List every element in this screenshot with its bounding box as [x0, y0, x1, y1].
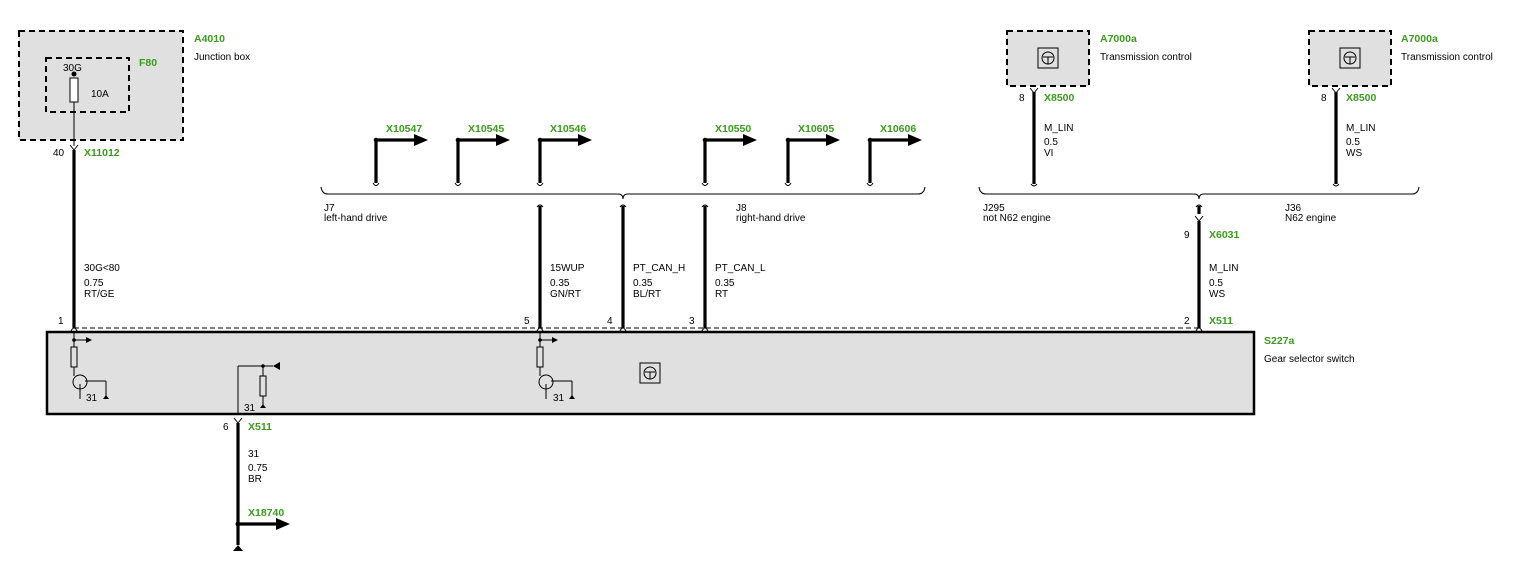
wire-gauge: 0.75: [248, 463, 268, 474]
pin-label: 6: [223, 422, 229, 433]
wire-signal: PT_CAN_L: [715, 263, 766, 274]
variant-code: J8: [736, 203, 747, 214]
component-name: Gear selector switch: [1264, 354, 1355, 365]
pin-label: 8: [1321, 93, 1327, 104]
arrow-icon: [908, 134, 922, 146]
arrow-icon: [496, 134, 510, 146]
connector-id: X511: [248, 421, 272, 433]
connector-id: X11012: [84, 147, 120, 159]
pin-label: 40: [53, 148, 65, 159]
connector-id: X18740: [248, 507, 284, 519]
wire-color: WS: [1346, 148, 1362, 159]
component-id: A7000a: [1100, 33, 1137, 45]
wire-color: VI: [1044, 148, 1053, 159]
wire-gauge: 0.35: [550, 278, 570, 289]
connector-arrow[interactable]: X10547: [372, 123, 428, 186]
connector-id: X8500: [1044, 92, 1075, 104]
variant-brace: [320, 186, 926, 200]
connector-id: X10550: [715, 123, 751, 135]
wire-color: BR: [248, 474, 262, 485]
connector-id: X511: [1209, 315, 1233, 327]
pin-label: 2: [1184, 316, 1190, 327]
pin-label: 4: [607, 316, 613, 327]
connector-id: X8500: [1346, 92, 1377, 104]
arrow-icon: [826, 134, 840, 146]
wire-gauge: 0.5: [1044, 137, 1058, 148]
wire-signal: PT_CAN_H: [633, 263, 685, 274]
pin-label: 1: [58, 316, 64, 327]
connector-id: X10547: [386, 123, 422, 135]
wire-gauge: 0.75: [84, 278, 104, 289]
connector-arrow[interactable]: X10545: [454, 123, 510, 186]
wire-color: RT/GE: [84, 289, 115, 300]
connector-arrow[interactable]: X10605: [784, 123, 840, 186]
variant-code: J36: [1285, 203, 1302, 214]
pin-label: 5: [524, 316, 530, 327]
pin-label: 9: [1184, 230, 1190, 241]
wire-signal: 30G<80: [84, 263, 120, 274]
arrow-icon: [578, 134, 592, 146]
pin-label: 8: [1019, 93, 1025, 104]
control-unit-icon: [639, 362, 661, 384]
ground-label: 31: [86, 393, 98, 404]
transmission-control-2[interactable]: [1308, 30, 1392, 87]
variant-text: N62 engine: [1285, 213, 1337, 224]
connector-arrow[interactable]: X10550: [701, 123, 757, 186]
component-id: A7000a: [1401, 33, 1438, 45]
connector-id: X6031: [1209, 229, 1240, 241]
junction-box-name: Junction box: [194, 52, 250, 63]
fuse-icon: [69, 77, 79, 103]
wire-signal: 15WUP: [550, 263, 585, 274]
connector-id: X10545: [468, 123, 504, 135]
variant-text: left-hand drive: [324, 213, 388, 224]
connector-arrow[interactable]: X10546: [536, 123, 592, 186]
fuse-id: F80: [139, 57, 157, 69]
connector-id: X10606: [880, 123, 916, 135]
wire-gauge: 0.5: [1346, 137, 1360, 148]
pin-label: 3: [689, 316, 695, 327]
ground-label: 31: [244, 403, 256, 414]
wire-color: BL/RT: [633, 289, 661, 300]
connector-id: X10605: [798, 123, 834, 135]
wire-signal: M_LIN: [1346, 123, 1375, 134]
ground-label: 31: [553, 393, 565, 404]
variant-code: J295: [983, 203, 1005, 214]
connector-id: X10546: [550, 123, 586, 135]
arrow-icon: [276, 518, 290, 530]
component-id: S227a: [1264, 335, 1295, 347]
transistor-circuit-icon: [536, 332, 575, 399]
transistor-circuit-icon: [70, 332, 109, 399]
ground-icon: [233, 545, 243, 551]
fuse-rating: 10A: [91, 89, 109, 100]
resistor-circuit-icon: [237, 362, 280, 414]
wire-color: WS: [1209, 289, 1225, 300]
wire-signal: M_LIN: [1209, 263, 1238, 274]
junction-box-id: A4010: [194, 33, 225, 45]
variant-code: J7: [324, 203, 335, 214]
transmission-control-1[interactable]: [1006, 30, 1090, 87]
wire-gauge: 0.35: [633, 278, 653, 289]
component-name: Transmission control: [1401, 52, 1493, 63]
control-unit-icon: [1037, 47, 1059, 69]
wire-color: RT: [715, 289, 728, 300]
fuse-terminal: 30G: [63, 63, 82, 74]
control-unit-icon: [1339, 47, 1361, 69]
wire-color: GN/RT: [550, 289, 581, 300]
arrow-icon: [743, 134, 757, 146]
variant-text: not N62 engine: [983, 213, 1051, 224]
wire-signal: M_LIN: [1044, 123, 1073, 134]
wire-gauge: 0.5: [1209, 278, 1223, 289]
component-name: Transmission control: [1100, 52, 1192, 63]
wire-gauge: 0.35: [715, 278, 735, 289]
wire-signal: 31: [248, 449, 260, 460]
arrow-icon: [414, 134, 428, 146]
junction-box[interactable]: [18, 30, 184, 146]
variant-brace: [978, 186, 1420, 200]
connector-arrow[interactable]: X10606: [866, 123, 922, 186]
variant-text: right-hand drive: [736, 213, 806, 224]
